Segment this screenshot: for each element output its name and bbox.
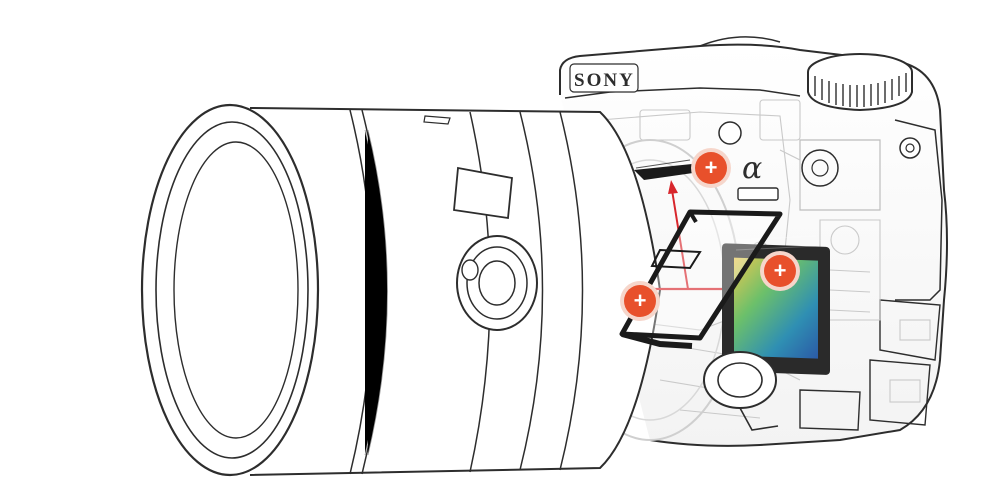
hotspot-image-sensor[interactable]: + (760, 251, 800, 291)
lower-dial (703, 351, 779, 431)
hotspot-pentamirror[interactable]: + (691, 148, 731, 188)
lens-switch (456, 235, 538, 331)
plus-icon: + (774, 258, 787, 283)
alpha-logo: α (742, 151, 762, 186)
plus-icon: + (705, 155, 718, 180)
lens-barrel (140, 103, 662, 477)
focusing-screen (634, 159, 700, 180)
image-sensor (722, 235, 830, 375)
plus-icon: + (634, 288, 647, 313)
brand-logo: SONY (574, 70, 635, 91)
mode-dial (807, 53, 913, 112)
hotspot-translucent-mirror[interactable]: + (620, 281, 660, 321)
